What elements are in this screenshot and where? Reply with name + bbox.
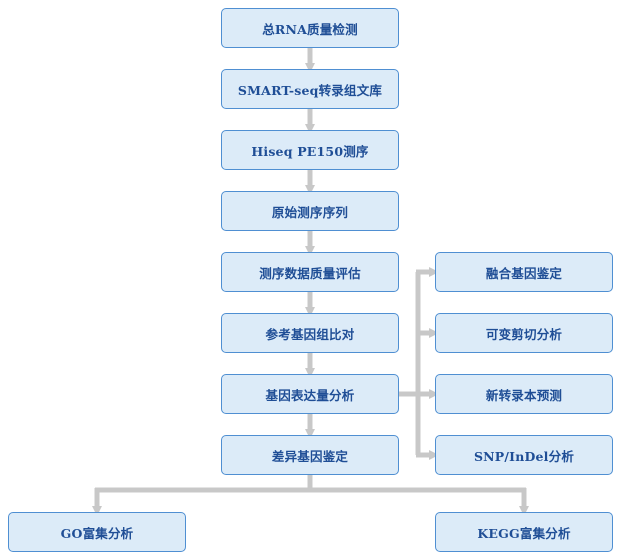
node-hiseq-sequencing: Hiseq PE150测序 <box>221 130 399 170</box>
node-differential-genes: 差异基因鉴定 <box>221 435 399 475</box>
node-raw-reads: 原始测序序列 <box>221 191 399 231</box>
node-fusion-genes: 融合基因鉴定 <box>435 252 613 292</box>
node-total-rna-qc: 总RNA质量检测 <box>221 8 399 48</box>
node-expression-analysis: 基因表达量分析 <box>221 374 399 414</box>
node-novel-transcripts: 新转录本预测 <box>435 374 613 414</box>
node-reference-alignment: 参考基因组比对 <box>221 313 399 353</box>
node-smart-seq-library: SMART-seq转录组文库 <box>221 69 399 109</box>
node-data-quality-assessment: 测序数据质量评估 <box>221 252 399 292</box>
node-snp-indel: SNP/InDel分析 <box>435 435 613 475</box>
node-alternative-splicing: 可变剪切分析 <box>435 313 613 353</box>
node-go-enrichment: GO富集分析 <box>8 512 186 552</box>
node-kegg-enrichment: KEGG富集分析 <box>435 512 613 552</box>
